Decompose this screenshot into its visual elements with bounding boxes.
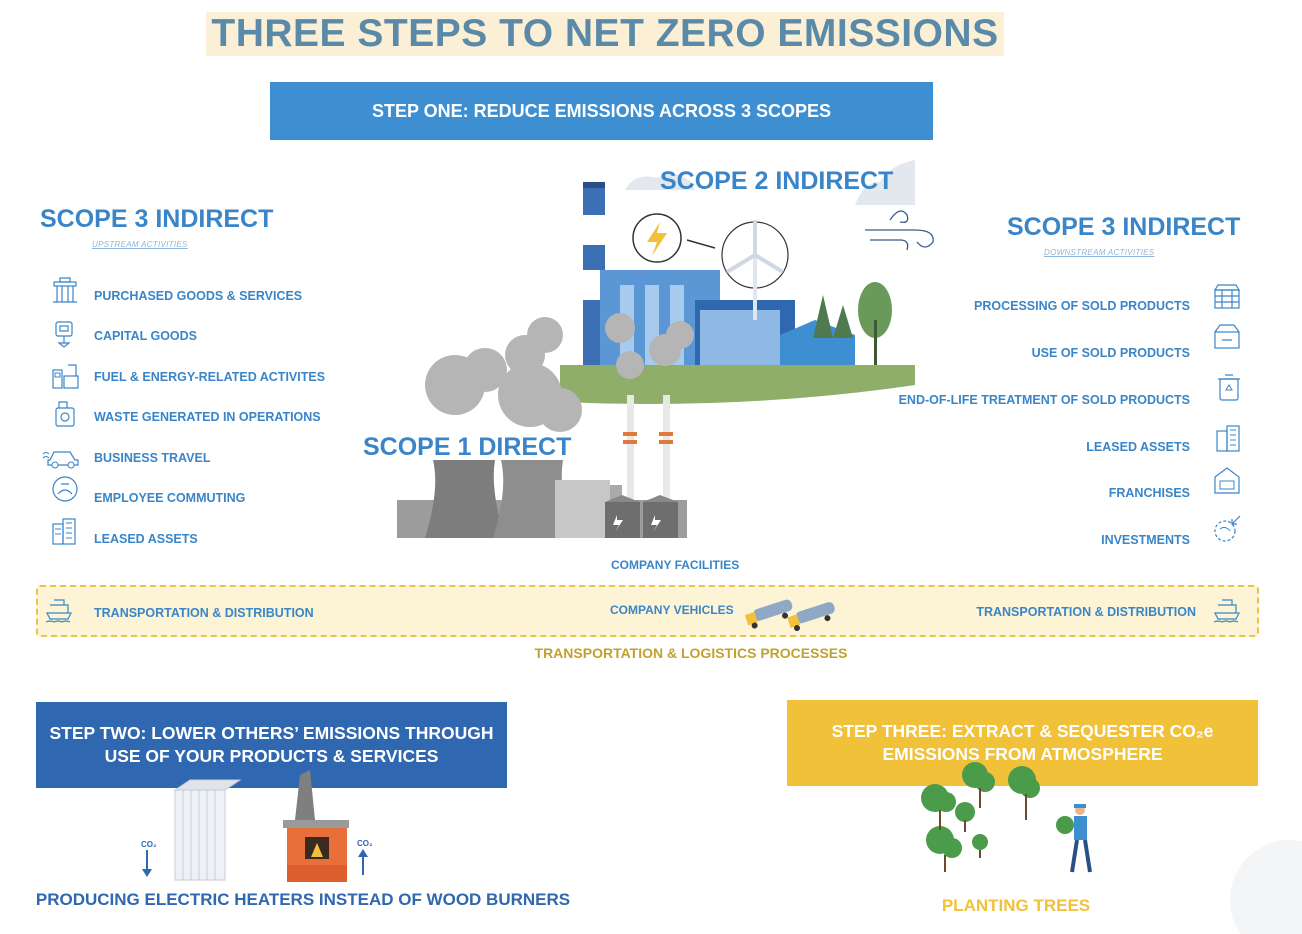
step-two-banner: STEP TWO: LOWER OTHERS’ EMISSIONS THROUG… xyxy=(36,702,507,788)
wood-burner xyxy=(283,770,349,882)
truck-illustration xyxy=(744,599,835,632)
company-facilities-label: COMPANY FACILITIES xyxy=(611,558,740,572)
cooling-tower xyxy=(493,460,573,538)
list-item: INVESTMENTS xyxy=(1101,533,1190,547)
step-three-caption: PLANTING TREES xyxy=(941,896,1091,915)
list-item: FUEL & ENERGY-RELATED ACTIVITES xyxy=(94,370,326,384)
list-item: EMPLOYEE COMMUTING xyxy=(94,491,246,505)
tree-shape xyxy=(858,282,892,338)
ship-icon xyxy=(1212,595,1242,625)
step-one-banner: STEP ONE: REDUCE EMISSIONS ACROSS 3 SCOP… xyxy=(270,82,933,140)
lightning-icon xyxy=(647,222,667,256)
cooling-tower xyxy=(425,460,505,538)
corner-decoration xyxy=(1230,840,1302,934)
list-item: FRANCHISES xyxy=(1108,486,1190,500)
step-two-caption: PRODUCING ELECTRIC HEATERS INSTEAD OF WO… xyxy=(35,890,571,909)
list-item: CAPITAL GOODS xyxy=(94,329,198,343)
step-three-line2: EMISSIONS FROM ATMOSPHERE xyxy=(882,744,1163,764)
small-chimney xyxy=(627,395,634,505)
transport-downstream-label: TRANSPORTATION & DISTRIBUTION xyxy=(976,605,1196,619)
box-icon xyxy=(1212,320,1242,350)
small-chimney xyxy=(663,395,670,505)
building-icon xyxy=(1214,423,1244,453)
store-icon xyxy=(1212,465,1242,495)
radiator xyxy=(173,779,242,881)
scope1-title: SCOPE 1 DIRECT xyxy=(363,433,572,461)
co2-label-up: CO₂ xyxy=(357,839,373,848)
recycle-bin-icon xyxy=(1214,372,1244,402)
tree-planting-illustration xyxy=(921,762,1092,873)
waste-icon xyxy=(50,398,80,428)
step-two-line1: STEP TWO: LOWER OTHERS’ EMISSIONS THROUG… xyxy=(49,723,494,743)
cloud-shape xyxy=(625,173,695,190)
car-icon xyxy=(42,440,82,470)
fuel-icon xyxy=(50,362,80,392)
list-item: USE OF SOLD PRODUCTS xyxy=(1031,346,1190,360)
tree-shape xyxy=(813,295,833,338)
ship-icon xyxy=(44,595,74,625)
processing-icon xyxy=(1212,282,1242,312)
scope3-upstream-title: SCOPE 3 INDIRECT xyxy=(40,205,274,233)
list-item: PURCHASED GOODS & SERVICES xyxy=(94,289,303,303)
list-item: PROCESSING OF SOLD PRODUCTS xyxy=(974,299,1190,313)
list-item: LEASED ASSETS xyxy=(1086,440,1190,454)
scope3-downstream-title: SCOPE 3 INDIRECT xyxy=(1007,213,1241,241)
cloud-shape xyxy=(855,160,915,205)
title-highlight xyxy=(206,12,1004,56)
list-item: BUSINESS TRAVEL xyxy=(94,451,211,465)
building-icon xyxy=(50,516,80,546)
commute-icon xyxy=(50,474,80,504)
scope2-title: SCOPE 2 INDIRECT xyxy=(660,167,894,195)
person-figure xyxy=(1070,804,1092,873)
list-item: LEASED ASSETS xyxy=(94,532,198,546)
transportation-band xyxy=(36,585,1259,637)
co2-label-down: CO₂ xyxy=(141,840,157,849)
heater-illustration xyxy=(142,770,368,882)
company-vehicles-label: COMPANY VEHICLES xyxy=(610,603,734,617)
page-title: THREE STEPS TO NET ZERO EMISSIONS xyxy=(211,12,999,55)
scope3-upstream-subtitle: UPSTREAM ACTIVITIES xyxy=(92,240,188,249)
list-item: WASTE GENERATED IN OPERATIONS xyxy=(94,410,321,424)
tree-shape xyxy=(833,305,853,338)
transport-upstream-label: TRANSPORTATION & DISTRIBUTION xyxy=(94,606,314,620)
grass-platform xyxy=(560,365,915,379)
factory-icon xyxy=(50,274,80,304)
machine-icon xyxy=(50,319,80,349)
step-two-line2: USE OF YOUR PRODUCTS & SERVICES xyxy=(104,746,439,766)
list-item: END-OF-LIFE TREATMENT OF SOLD PRODUCTS xyxy=(898,393,1190,407)
wind-icon xyxy=(865,229,934,251)
globe-icon xyxy=(1212,513,1242,543)
step-three-line1: STEP THREE: EXTRACT & SEQUESTER CO₂e xyxy=(831,721,1214,741)
industrial-illustration xyxy=(397,160,934,538)
smoke-clouds xyxy=(425,313,694,432)
logistics-label: TRANSPORTATION & LOGISTICS PROCESSES xyxy=(534,645,848,661)
scope3-downstream-subtitle: DOWNSTREAM ACTIVITIES xyxy=(1044,248,1155,257)
